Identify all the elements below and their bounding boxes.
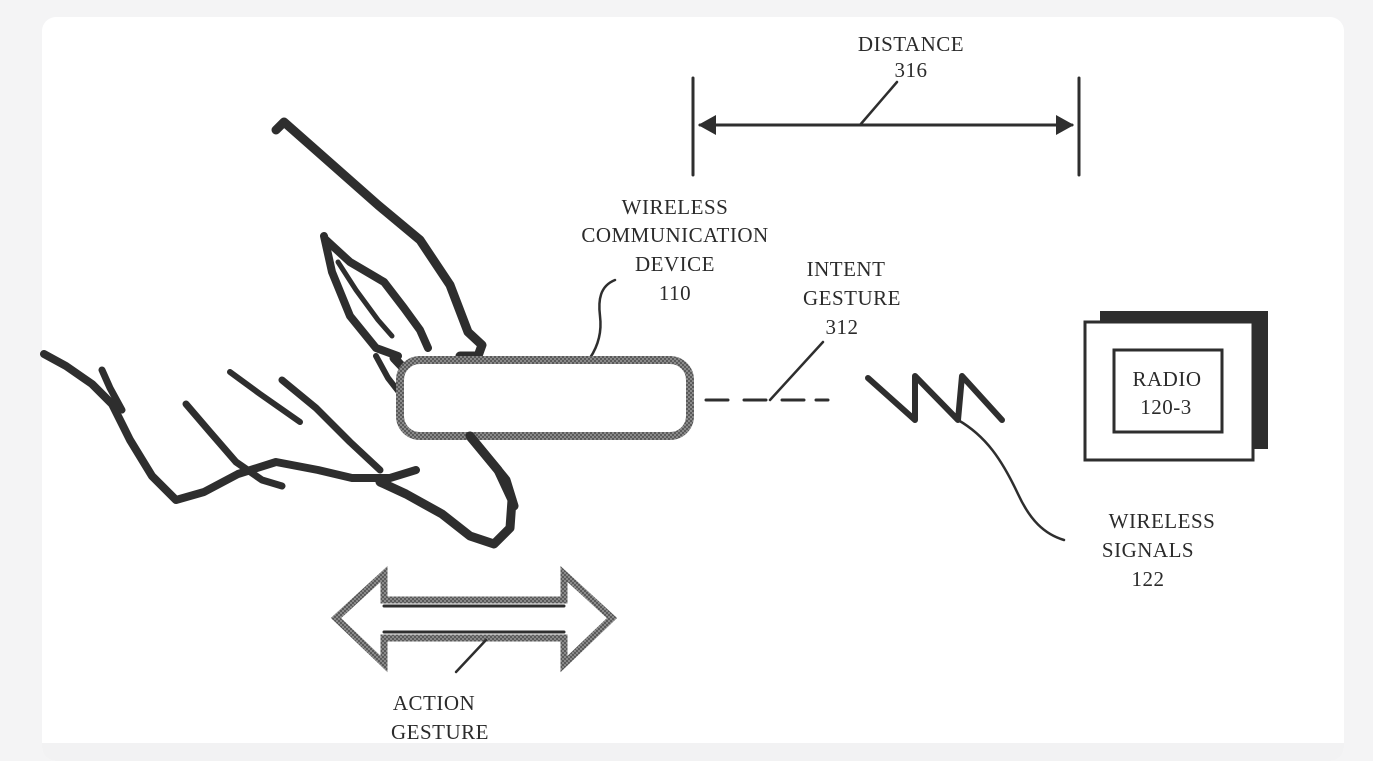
action-label-line1: ACTION (393, 691, 475, 715)
intent-label-line2: GESTURE (803, 286, 901, 310)
distance-arrow-right (1056, 115, 1074, 135)
hand-illustration (40, 117, 517, 549)
distance-leader-line (858, 80, 899, 127)
intent-number: 312 (826, 315, 859, 339)
distance-label: DISTANCE (858, 32, 964, 56)
signals-number: 122 (1132, 567, 1165, 591)
distance-arrow-left (698, 115, 716, 135)
signals-label-line2: SIGNALS (1102, 538, 1194, 562)
device-leader-line (588, 278, 617, 360)
action-leader-line (454, 638, 488, 674)
radio-device (1083, 311, 1268, 462)
device-label-line1: WIRELESS (622, 195, 729, 219)
wireless-device-bar (396, 356, 694, 440)
distance-number: 316 (895, 58, 928, 82)
action-gesture-arrow (330, 566, 618, 674)
signals-leader-line (956, 418, 1066, 542)
intent-label-line1: INTENT (807, 257, 886, 281)
device-label-line2: COMMUNICATION (581, 223, 768, 247)
radio-inner-panel (1112, 348, 1224, 434)
device-label-line3: DEVICE (635, 252, 715, 276)
device-number: 110 (659, 281, 691, 305)
action-label-line2: GESTURE (391, 720, 489, 744)
wireless-signal-zigzag (865, 373, 1005, 423)
radio-number: 120-3 (1140, 395, 1192, 419)
distance-marker (691, 76, 1081, 177)
bottom-strip (42, 743, 1344, 761)
radio-label: RADIO (1133, 367, 1202, 391)
index-finger (465, 431, 519, 511)
intent-gesture-line (704, 340, 830, 402)
signals-label-line1: WIRELESS (1109, 509, 1216, 533)
intent-leader-line (768, 340, 825, 402)
